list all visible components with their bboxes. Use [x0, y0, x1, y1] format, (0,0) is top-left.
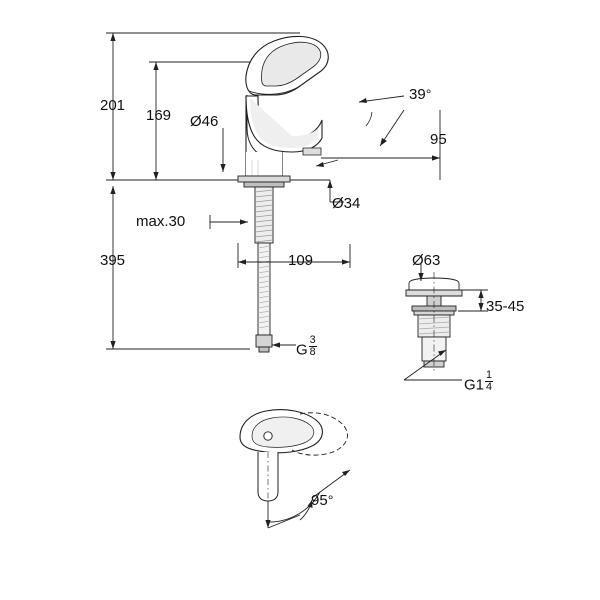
dimension-line-95-reach [321, 110, 441, 180]
dimension-line-169 [153, 62, 159, 180]
label-projection-109: 109 [288, 252, 314, 269]
label-reach-95: 95 [430, 131, 447, 148]
label-diameter-46: Ø46 [190, 113, 219, 130]
leader-max-30 [209, 215, 248, 229]
label-angle-39-unit: ° [425, 87, 432, 103]
leader-angle-39 [358, 95, 405, 147]
leader-thread-g38 [272, 342, 296, 348]
label-depth-395: 395 [100, 252, 126, 269]
mounting-assembly [237, 175, 291, 353]
leader-diameter-63 [418, 264, 424, 281]
label-angle-39: 39° [409, 87, 431, 102]
label-max-30: max.30 [136, 213, 186, 230]
label-angle-95-unit: ° [327, 493, 334, 509]
label-height-169: 169 [146, 107, 172, 124]
dimension-line-109 [237, 243, 351, 268]
dimension-line-201 [110, 33, 116, 180]
label-angle-39-value: 39 [409, 86, 426, 103]
leader-spout-outlet [315, 159, 339, 167]
label-angle-95-value: 95 [311, 492, 328, 509]
leader-diameter-34 [327, 180, 344, 203]
dimension-line-35-45 [458, 289, 488, 312]
faucet-elevation [245, 35, 329, 177]
label-angle-95: 95° [311, 493, 333, 508]
leader-diameter-46 [220, 128, 226, 172]
waste-assembly [405, 272, 463, 372]
leader-thread-g114 [403, 349, 462, 381]
label-diameter-34: Ø34 [332, 195, 361, 212]
label-waste-range-35-45: 35-45 [486, 298, 525, 315]
dimension-line-395 [110, 186, 116, 349]
label-thread-g114-letter: G1 [464, 376, 485, 394]
label-diameter-63: Ø63 [412, 252, 441, 269]
swivel-plan-view [239, 409, 351, 529]
label-thread-g38-letter: G [296, 341, 308, 359]
label-height-201: 201 [100, 97, 126, 114]
